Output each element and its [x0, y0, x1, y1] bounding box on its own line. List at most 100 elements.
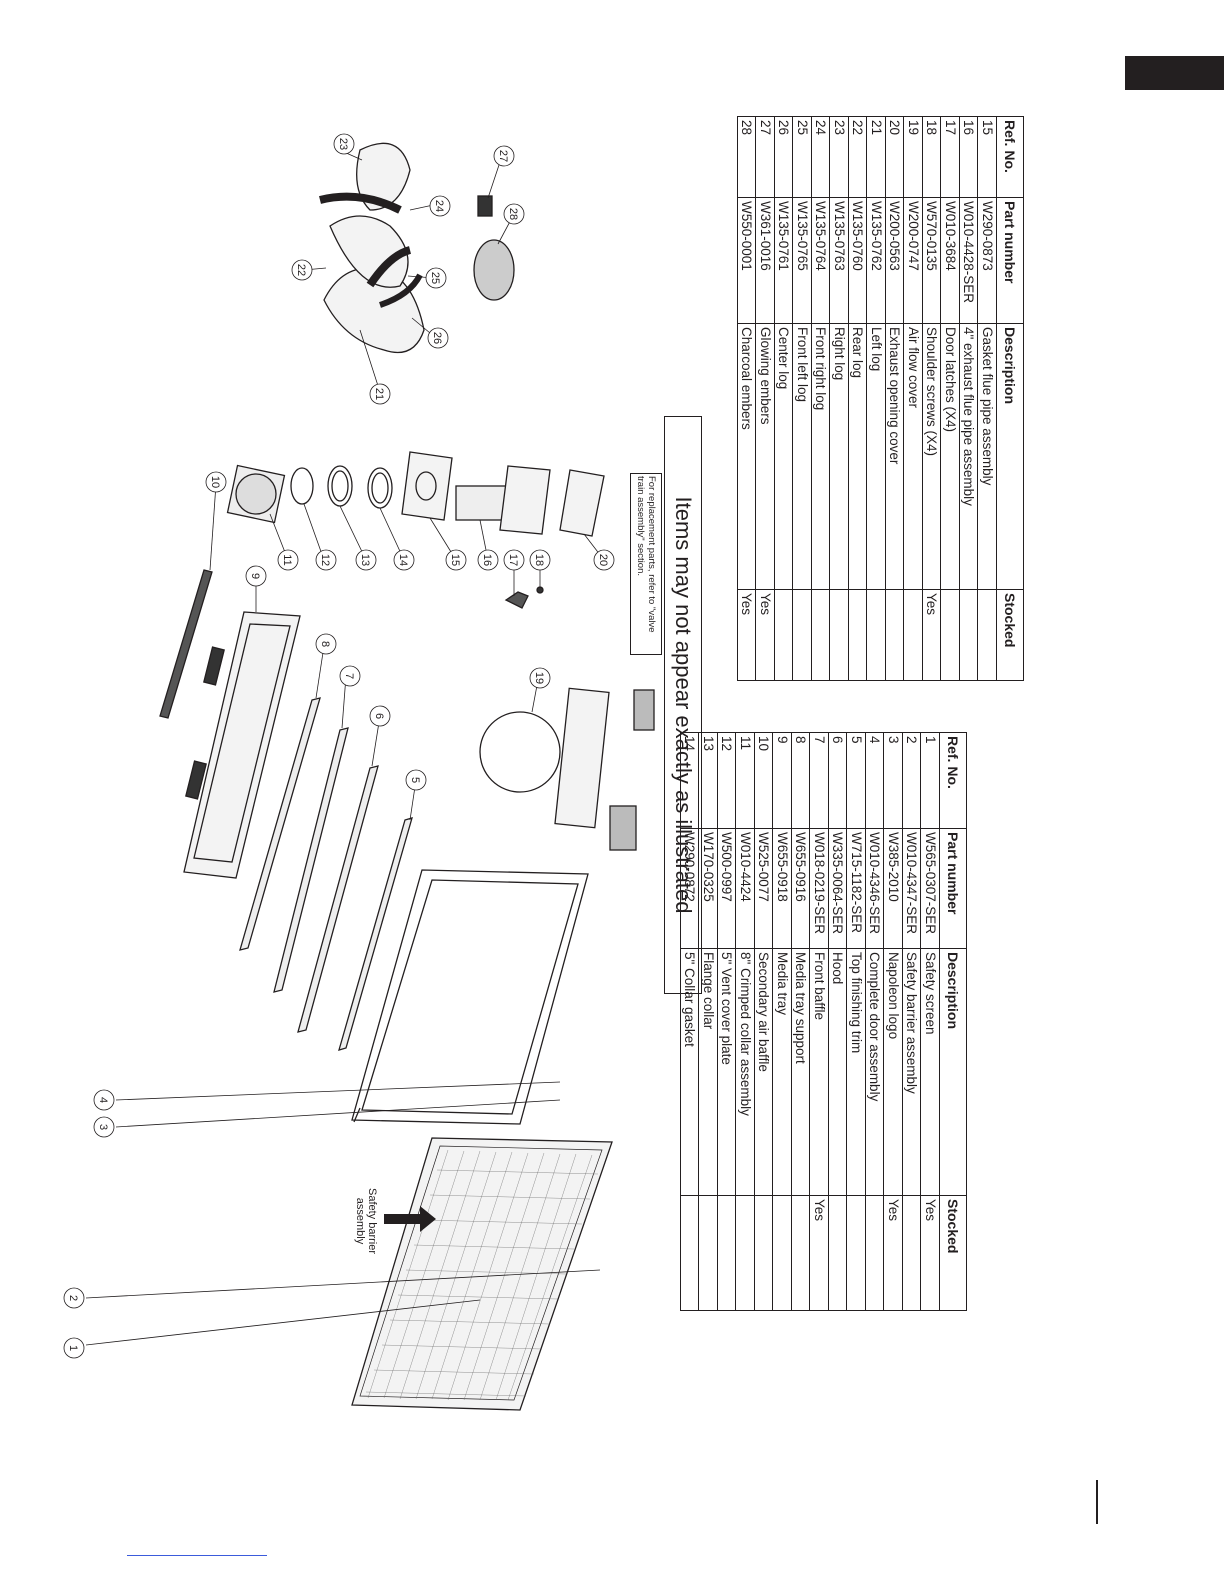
cell-description: Door latches (X4)	[941, 323, 960, 590]
cell-part-number: W525-0077	[754, 828, 773, 949]
cell-stocked: Yes	[884, 1195, 903, 1311]
cell-stocked	[941, 589, 960, 681]
cell-ref: 8	[791, 732, 810, 829]
cell-description: Media tray	[773, 948, 792, 1196]
cell-ref: 23	[830, 116, 849, 198]
cell-ref: 5	[847, 732, 866, 829]
callout-number: 23	[337, 138, 349, 150]
cell-ref: 26	[774, 116, 793, 198]
callout-number: 12	[319, 554, 331, 566]
cell-stocked	[811, 589, 830, 681]
cell-ref: 27	[756, 116, 775, 198]
callout-circles: 1 2 3 4 5 6 7 8 9 10 11 12 13 14 15 16 1…	[63, 133, 615, 1359]
page-number-rule	[1096, 1480, 1098, 1524]
valve-train-note: For replacement parts, refer to "valve t…	[630, 473, 662, 655]
callout-number: 25	[429, 272, 441, 284]
callout-number: 21	[373, 388, 385, 400]
col-header-ref: Ref. No.	[996, 116, 1024, 198]
cell-part-number: W135-0764	[811, 197, 830, 324]
cell-description: 5" Collar gasket	[680, 948, 699, 1196]
cell-part-number: W010-4424	[736, 828, 755, 949]
cell-ref: 11	[736, 732, 755, 829]
cell-ref: 16	[959, 116, 978, 198]
cell-description: Safety barrier assembly	[902, 948, 921, 1196]
cell-part-number: W135-0760	[848, 197, 867, 324]
cell-part-number: W335-0064-SER	[828, 828, 847, 949]
col-header-part: Part number	[996, 197, 1024, 324]
cell-stocked	[867, 589, 886, 681]
col-header-part: Part number	[939, 828, 967, 949]
cell-ref: 19	[904, 116, 923, 198]
cell-description: Front baffle	[810, 948, 829, 1196]
table-header-row: Ref. No. Part number Description Stocked	[939, 732, 967, 1311]
callout-number: 27	[497, 150, 509, 162]
safety-barrier-arrow	[384, 1206, 436, 1232]
cell-description: Media tray support	[791, 948, 810, 1196]
cell-part-number: W018-0219-SER	[810, 828, 829, 949]
cell-description: Left log	[867, 323, 886, 590]
col-header-ref: Ref. No.	[939, 732, 967, 829]
cell-ref: 9	[773, 732, 792, 829]
callout-number: 18	[533, 554, 545, 566]
cell-description: 5" Vent cover plate	[717, 948, 736, 1196]
cell-description: Gasket flue pipe assembly	[978, 323, 997, 590]
cell-stocked	[848, 589, 867, 681]
cell-ref: 15	[978, 116, 997, 198]
cell-ref: 13	[699, 732, 718, 829]
cell-part-number: W500-0997	[717, 828, 736, 949]
cell-stocked	[793, 589, 812, 681]
cell-ref: 7	[810, 732, 829, 829]
callout-number: 3	[97, 1124, 109, 1130]
cell-stocked	[959, 589, 978, 681]
cell-part-number: W135-0761	[774, 197, 793, 324]
footer-link-underline	[127, 1555, 267, 1556]
cell-part-number: W010-4428-SER	[959, 197, 978, 324]
cell-part-number: W010-3684	[941, 197, 960, 324]
safety-barrier-label: Safety barrier assembly	[354, 1187, 378, 1255]
callout-number: 16	[481, 554, 493, 566]
callout-number: 14	[397, 554, 409, 566]
cell-description: Front right log	[811, 323, 830, 590]
col-header-stock: Stocked	[996, 589, 1024, 681]
cell-part-number: W655-0916	[791, 828, 810, 949]
cell-description: Secondary air baffle	[754, 948, 773, 1196]
cell-description: Flange collar	[699, 948, 718, 1196]
cell-stocked	[978, 589, 997, 681]
illustration-disclaimer-banner: Items may not appear exactly as illustra…	[664, 416, 702, 994]
callout-number: 13	[359, 554, 371, 566]
cell-ref: 6	[828, 732, 847, 829]
cell-part-number: W570-0135	[922, 197, 941, 324]
cell-ref: 10	[754, 732, 773, 829]
cell-description: Safety screen	[921, 948, 940, 1196]
cell-stocked	[904, 589, 923, 681]
cell-part-number: W290-0873	[978, 197, 997, 324]
cell-stocked	[847, 1195, 866, 1311]
cell-part-number: W135-0765	[793, 197, 812, 324]
cell-description: 4" exhaust flue pipe assembly	[959, 323, 978, 590]
cell-ref: 22	[848, 116, 867, 198]
callout-number: 2	[67, 1295, 79, 1301]
cell-ref: 24	[811, 116, 830, 198]
cell-part-number: W010-4347-SER	[902, 828, 921, 949]
callout-number: 24	[433, 200, 445, 212]
col-header-desc: Description	[939, 948, 967, 1196]
cell-ref: 12	[717, 732, 736, 829]
